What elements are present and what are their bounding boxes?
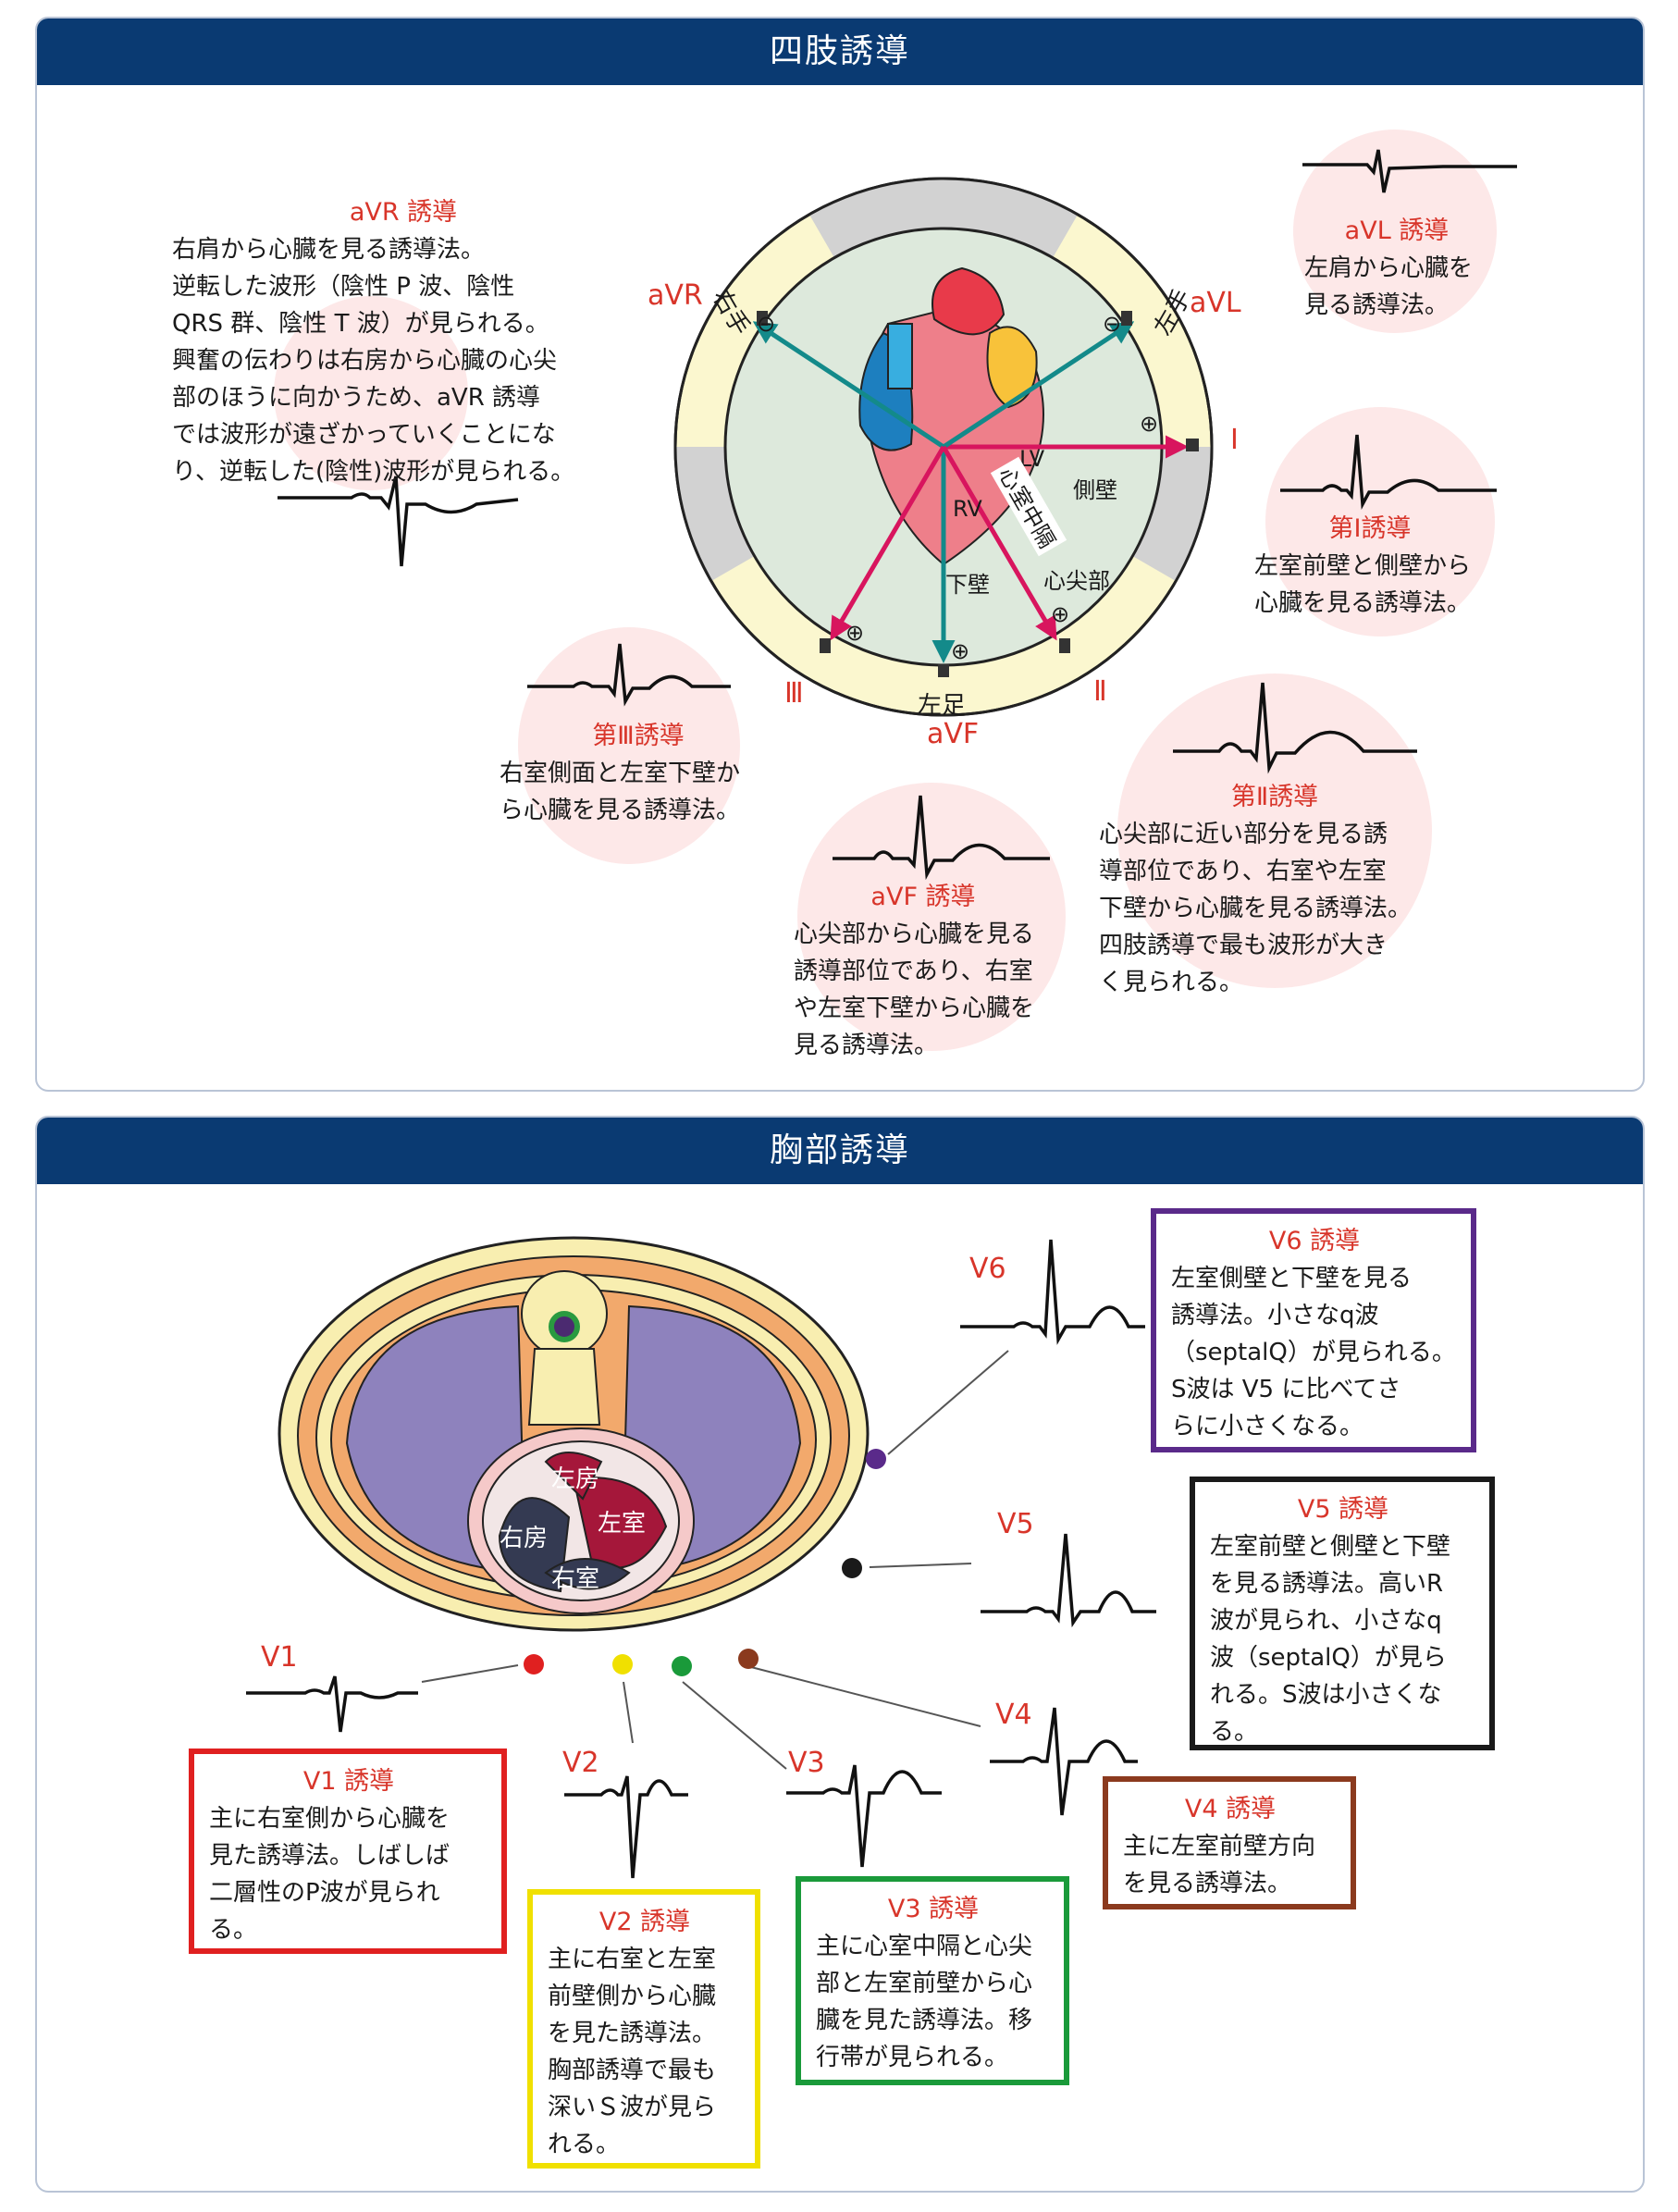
v2-electrode [612, 1654, 633, 1674]
lead2-waveform [1173, 682, 1417, 774]
v4-description-box: V4 誘導 主に左室前壁方向 を見る誘導法。 [1103, 1776, 1356, 1909]
v1-description-box: V1 誘導 主に右室側から心臓を 見た誘導法。しばしば 二層性のP波が見られ る… [189, 1749, 507, 1954]
lead1-description: 第Ⅰ誘導 左室前壁と側壁から 心臓を見る誘導法。 [1254, 514, 1472, 617]
v4-waveform [990, 1707, 1138, 1816]
avf-label: aVF [927, 718, 980, 750]
v1-electrode [524, 1654, 544, 1674]
v3-waveform [786, 1764, 942, 1868]
lateral-wall-label: 側壁 [1073, 477, 1117, 503]
avf-description: aVF 誘導 心尖部から心臓を見る 誘導部位であり、右室 や左室下壁から心臓を … [794, 883, 1035, 1059]
v2-label: V2 [562, 1747, 599, 1779]
v1-waveform [246, 1675, 418, 1733]
v4-electrode [738, 1649, 759, 1669]
avr-description: aVR 誘導 右肩から心臓を見る誘導法。 逆転した波形（陰性 P 波、陰性 QR… [172, 198, 575, 486]
avr-waveform [278, 476, 519, 567]
rv-label: RV [953, 496, 982, 522]
lead2-blob [1117, 673, 1432, 988]
avl-waveform [1302, 149, 1517, 193]
left-atrium-label: 左房 [551, 1465, 600, 1493]
v6-electrode [866, 1449, 886, 1469]
v5-description-box: V5 誘導 左室前壁と側壁と下壁 を見る誘導法。高いR 波が見られ、小さなq 波… [1190, 1477, 1495, 1750]
lead1-blob [1265, 407, 1495, 636]
limb-lead-circle-diagram [278, 149, 1517, 881]
lead3-waveform [527, 643, 731, 707]
avr-label: aVR [648, 279, 703, 312]
plus-sign-avf: ⊕ [951, 638, 970, 664]
right-ventricle-label: 右室 [551, 1565, 600, 1593]
v6-description-box: V6 誘導 左室側壁と下壁を見る 誘導法。小さなq波 （septalQ）が見られ… [1151, 1208, 1476, 1452]
lead1-label: Ⅰ [1230, 424, 1239, 456]
avf-blob [797, 783, 1066, 1051]
v2-description-box: V2 誘導 主に右室と左室 前壁側から心臓 を見た誘導法。 胸部誘導で最も 深い… [527, 1889, 760, 2169]
plus-sign-lead2: ⊕ [1051, 601, 1070, 627]
v5-label: V5 [997, 1508, 1034, 1540]
limb-leads-header: 四肢誘導 [37, 19, 1643, 85]
minus-sign-avr: ⊖ [757, 311, 776, 337]
right-atrium-label: 右房 [500, 1525, 549, 1552]
avl-description: aVL 誘導 左肩から心臓を 見る誘導法。 [1304, 216, 1474, 319]
v5-waveform [981, 1533, 1156, 1628]
avl-label: aVL [1190, 287, 1241, 319]
v3-electrode [672, 1656, 692, 1676]
lead2-description: 第Ⅱ誘導 心尖部に近い部分を見る誘 導部位であり、右室や左室 下壁から心臓を見る… [1099, 783, 1413, 996]
left-foot-label: 左足 [918, 692, 967, 720]
plus-sign-lead1: ⊕ [1140, 411, 1159, 437]
avr-blob [274, 296, 468, 490]
chest-leads-header: 胸部誘導 [37, 1118, 1643, 1184]
v6-waveform [960, 1239, 1145, 1345]
avf-waveform [833, 795, 1050, 881]
lead3-blob [518, 627, 740, 864]
inferior-wall-label: 下壁 [945, 572, 990, 598]
plus-sign-lead3: ⊕ [845, 620, 865, 646]
lead1-waveform [1280, 434, 1497, 511]
lead3-description: 第Ⅲ誘導 右室側面と左室下壁か ら心臓を見る誘導法。 [500, 722, 741, 824]
v3-description-box: V3 誘導 主に心室中隔と心尖 部と左室前壁から心 臓を見た誘導法。移 行帯が見… [796, 1876, 1069, 2085]
lead3-label: Ⅲ [784, 677, 804, 710]
v4-label: V4 [995, 1699, 1032, 1731]
minus-sign-avl: ⊖ [1103, 311, 1122, 337]
v1-label: V1 [261, 1641, 298, 1674]
lead2-label: Ⅱ [1093, 675, 1107, 708]
left-ventricle-label: 左室 [598, 1510, 647, 1538]
apex-label: 心尖部 [1043, 568, 1110, 594]
v5-electrode [842, 1558, 862, 1578]
v2-waveform [564, 1775, 688, 1879]
v3-label: V3 [788, 1747, 825, 1779]
v6-label: V6 [969, 1253, 1006, 1285]
